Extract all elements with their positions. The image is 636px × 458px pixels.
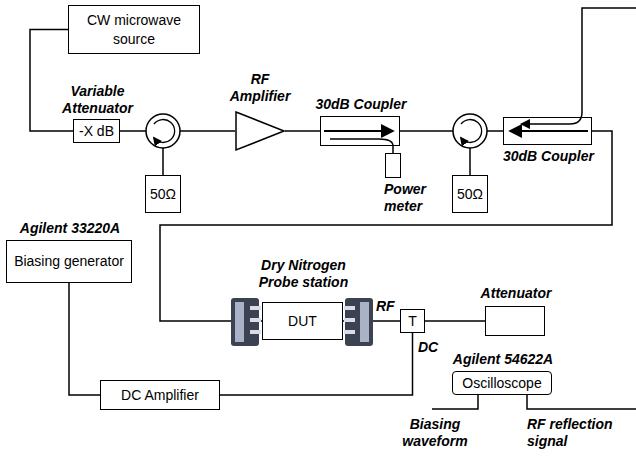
attenuator-box: Variable Attenuator-X dB — [73, 119, 120, 143]
heading-label: 30dB Coupler — [501, 148, 596, 165]
termination-wire — [162, 148, 164, 175]
amplifier-outline — [235, 111, 285, 151]
coupler-arrow — [330, 139, 393, 146]
box-label: T — [408, 312, 417, 330]
box-label: DUT — [288, 312, 317, 330]
box-label: -X dB — [79, 122, 114, 140]
heading-label: Variable Attenuator — [50, 83, 145, 117]
amplifier-box: DC Amplifier — [100, 380, 220, 410]
coupler-box: 30dB Coupler — [503, 117, 592, 145]
circulator-symbol — [146, 114, 180, 148]
coupler-arrow — [324, 130, 392, 132]
heading-label: Power meter — [384, 181, 434, 215]
probe-illustration — [231, 298, 261, 346]
coupled-port-wire — [522, 8, 636, 124]
signal-label: RF reflection signal — [527, 416, 632, 450]
scope-input-wire — [527, 394, 636, 409]
probe-illustration — [344, 298, 373, 346]
coupler-box: 30dB Coupler — [320, 116, 400, 146]
box-label: Biasing generator — [14, 252, 124, 270]
heading-label: Agilent 33220A — [7, 220, 133, 237]
oscilloscope-box: Agilent 54622AOscilloscope — [452, 371, 552, 395]
dut-box: Dry Nitrogen Probe stationDUT — [262, 302, 343, 340]
connector — [160, 131, 612, 321]
circulator-symbol — [453, 114, 487, 148]
heading-label: RF Amplifier — [223, 71, 297, 105]
box-label: 50Ω — [457, 185, 483, 203]
port-label: RF — [376, 298, 400, 315]
box-label: 50Ω — [150, 185, 176, 203]
box-label: CW microwave source — [72, 11, 196, 47]
termination-wire — [469, 148, 471, 175]
amplifier-outline — [236, 112, 284, 150]
box-label: Oscilloscope — [462, 374, 541, 392]
amplifier-triangle: RF Amplifier — [235, 111, 285, 151]
source-box: CW microwave source — [68, 5, 200, 54]
box-label: DC Amplifier — [121, 386, 199, 404]
coupler-arrow — [511, 130, 588, 132]
circulator-arrow — [461, 119, 482, 142]
port-label: DC — [418, 339, 444, 356]
termination-box: 50Ω — [145, 175, 181, 213]
heading-label: 30dB Coupler — [311, 96, 411, 113]
connector — [69, 283, 100, 395]
scope-input-wire — [432, 394, 478, 409]
termination-box: 50Ω — [452, 175, 488, 213]
heading-label: Attenuator — [471, 285, 561, 302]
connector — [392, 146, 394, 153]
power-meter-box: Power meter — [385, 153, 401, 178]
connector — [285, 130, 320, 132]
attenuator-box: Attenuator — [485, 306, 545, 336]
signal-label: Biasing waveform — [395, 416, 475, 450]
connector — [425, 320, 485, 322]
heading-label: Agilent 54622A — [448, 351, 558, 368]
circulator-arrow — [154, 119, 175, 142]
generator-box: Agilent 33220ABiasing generator — [6, 240, 132, 283]
bias-tee-box: T — [400, 309, 425, 333]
heading-label: Dry Nitrogen Probe station — [243, 257, 364, 291]
